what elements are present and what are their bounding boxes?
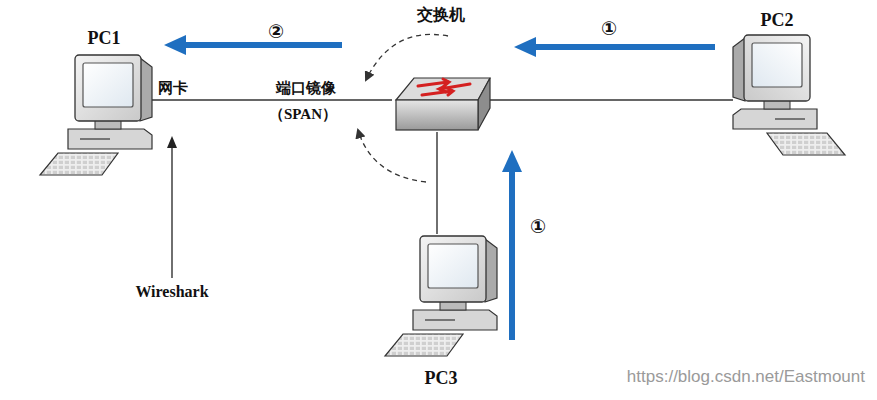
node-label: 交换机 — [417, 6, 465, 24]
watermark: https://blog.csdn.net/Eastmount — [627, 368, 865, 386]
computer-icon — [733, 35, 845, 155]
computer-node: PC3 — [385, 234, 497, 389]
computer-icon — [40, 55, 152, 175]
link-line — [152, 99, 392, 100]
mirror-arc — [358, 130, 426, 182]
switch-node: 交换机 — [392, 6, 490, 132]
computer-node: PC2 — [733, 10, 845, 156]
mirror-arc — [366, 34, 448, 80]
switch-icon — [396, 78, 490, 130]
span-label: 端口镜像 — [276, 79, 336, 97]
callout-number: ① — [601, 19, 617, 37]
link-line — [436, 132, 437, 234]
pointer-arrow — [167, 136, 177, 278]
node-label: PC1 — [88, 28, 121, 49]
flow-arrow — [164, 35, 715, 340]
computer-icon — [385, 236, 497, 356]
callout-number: ① — [530, 217, 546, 235]
callout-number: ② — [268, 22, 284, 40]
node-label: PC3 — [425, 368, 458, 389]
node-label: PC2 — [761, 10, 794, 31]
nic-label: 网卡 — [158, 79, 188, 97]
computer-node: PC1 — [40, 28, 152, 176]
tool-label: Wireshark — [135, 283, 208, 301]
span-label: （SPAN） — [269, 105, 337, 123]
link-line — [490, 99, 733, 100]
